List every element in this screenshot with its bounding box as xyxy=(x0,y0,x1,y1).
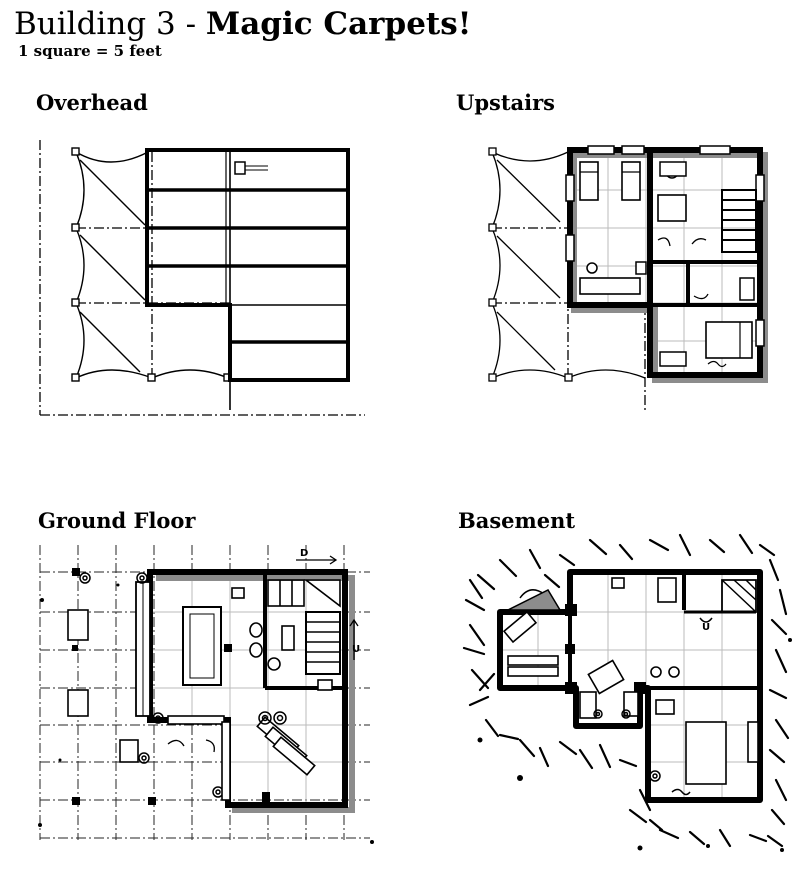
ground-up-marker: U xyxy=(352,644,360,655)
upstairs-label: Upstairs xyxy=(456,90,555,115)
overhead-label: Overhead xyxy=(36,90,148,115)
map-title: Building 3 - Magic Carpets! xyxy=(14,6,471,42)
ground-floor-label: Ground Floor xyxy=(38,508,196,533)
map-scale: 1 square = 5 feet xyxy=(18,42,162,60)
ground-down-marker: D xyxy=(300,548,308,559)
basement-label: Basement xyxy=(458,508,576,533)
map-title-plain: Building 3 - xyxy=(14,6,206,42)
map-title-bold: Magic Carpets! xyxy=(205,6,472,42)
basement-up-marker: U xyxy=(702,622,710,633)
